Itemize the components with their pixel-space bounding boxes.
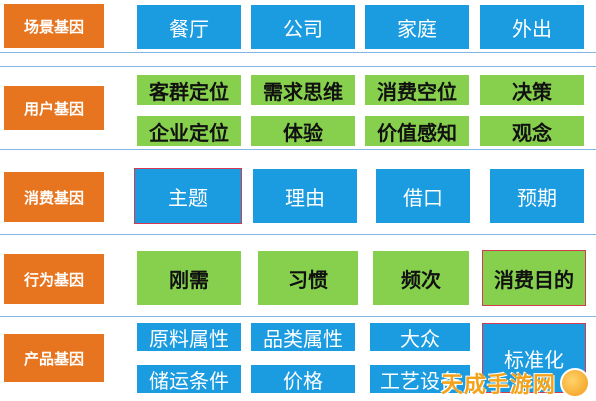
item-price: 价格: [251, 365, 355, 393]
separator-line: [0, 316, 596, 317]
item-rigid-demand: 刚需: [137, 251, 241, 305]
item-process-equipment: 工艺设备: [370, 365, 470, 393]
item-demand-thinking: 需求思维: [251, 75, 355, 105]
item-theme: 主题: [134, 168, 242, 224]
item-consumption-purpose: 消费目的: [482, 250, 586, 306]
separator-line: [0, 234, 596, 235]
item-company: 公司: [251, 5, 355, 49]
item-concept: 观念: [480, 116, 584, 146]
item-customer-positioning: 客群定位: [137, 75, 241, 105]
item-home: 家庭: [365, 5, 469, 49]
separator-line: [0, 52, 596, 53]
item-enterprise-positioning: 企业定位: [137, 116, 241, 146]
item-category-attribute: 品类属性: [251, 323, 355, 351]
row-label-user: 用户基因: [4, 86, 104, 130]
item-frequency: 频次: [373, 251, 469, 305]
item-restaurant: 餐厅: [137, 5, 241, 49]
item-outing: 外出: [480, 5, 584, 49]
item-raw-material-attribute: 原料属性: [137, 323, 241, 351]
row-label-scene: 场景基因: [4, 4, 104, 48]
game-controller-logo-icon: [560, 368, 590, 398]
row-label-consumption: 消费基因: [4, 172, 104, 222]
item-reason: 理由: [253, 169, 357, 223]
separator-line: [0, 66, 596, 67]
row-label-behavior: 行为基因: [4, 254, 104, 304]
item-decision: 决策: [480, 75, 584, 105]
item-mass-market: 大众: [370, 323, 470, 351]
item-excuse: 借口: [376, 169, 470, 223]
item-habit: 习惯: [258, 251, 358, 305]
watermark: 天成手游网: [441, 367, 590, 399]
item-expectation: 预期: [490, 169, 584, 223]
item-storage-transport: 储运条件: [137, 365, 241, 393]
item-standardization: 标准化: [482, 323, 586, 393]
watermark-text: 天成手游网: [440, 373, 556, 398]
item-experience: 体验: [251, 116, 355, 146]
item-value-perception: 价值感知: [365, 116, 469, 146]
row-label-product: 产品基因: [4, 334, 104, 382]
item-consumption-gap: 消费空位: [365, 75, 469, 105]
separator-line: [0, 149, 596, 150]
